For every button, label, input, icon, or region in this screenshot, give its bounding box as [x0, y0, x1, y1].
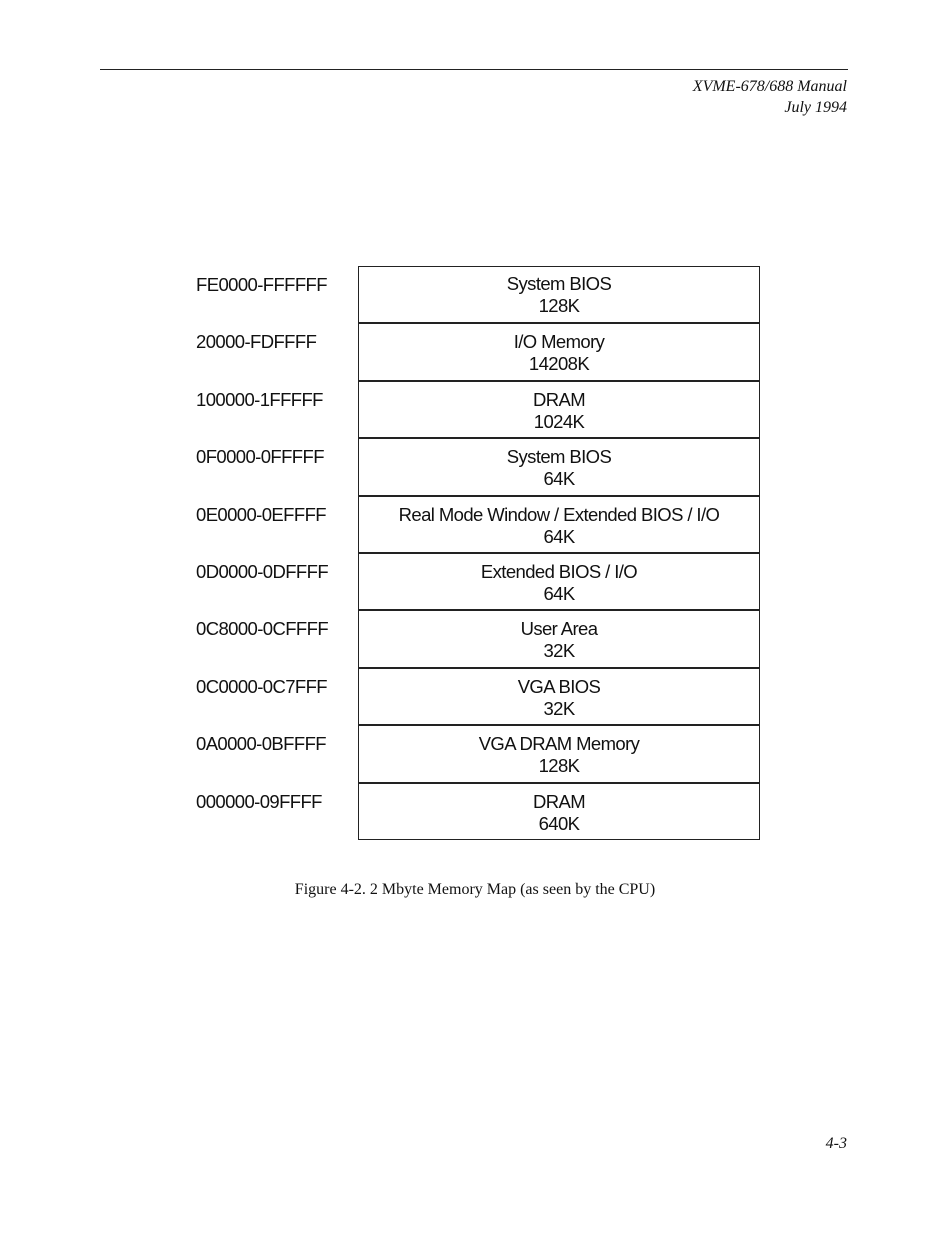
address-range: 0C8000-0CFFFF [196, 618, 329, 640]
address-range: 100000-1FFFFF [196, 388, 323, 410]
manual-date: July 1994 [784, 99, 847, 116]
address-range: 0E0000-0EFFFF [196, 503, 327, 525]
manual-title: XVME-678/688 Manual [692, 78, 847, 95]
region-size: 128K [538, 755, 580, 777]
address-range: 000000-09FFFF [196, 790, 322, 812]
address-range: 0C0000-0C7FFF [196, 675, 328, 697]
region-name: System BIOS [506, 446, 612, 468]
region-size: 14208K [528, 353, 590, 375]
region-name: VGA BIOS [517, 675, 601, 697]
address-range: FE0000-FFFFFF [196, 274, 328, 295]
region-size: 1024K [533, 410, 585, 432]
region-name: DRAM [532, 388, 586, 410]
header-rule [100, 69, 848, 70]
region-size: 32K [543, 640, 575, 662]
region-size: 64K [543, 525, 575, 547]
region-size: 640K [538, 812, 580, 834]
region-size: 64K [543, 582, 575, 604]
page-number: 4-3 [825, 1135, 847, 1152]
region-name: VGA DRAM Memory [478, 733, 640, 755]
region-name: I/O Memory [513, 331, 605, 353]
address-range: 20000-FDFFFF [196, 331, 317, 353]
region-name: DRAM [532, 790, 586, 812]
region-size: 32K [543, 697, 575, 719]
figure-caption: Figure 4-2. 2 Mbyte Memory Map (as seen … [294, 881, 656, 898]
address-range: 0A0000-0BFFFF [196, 733, 327, 755]
region-name: System BIOS [506, 273, 612, 294]
region-size: 64K [543, 468, 575, 490]
region-name: Extended BIOS / I/O [480, 560, 638, 582]
region-name: User Area [520, 618, 598, 640]
address-range: 0D0000-0DFFFF [196, 560, 329, 582]
memory-map-row: 0E0000-0EFFFF Real Mode Window / Extended… [196, 495, 760, 553]
address-range: 0F0000-0FFFFF [196, 446, 325, 468]
region-name: Real Mode Window / Extended BIOS / I/O [398, 503, 720, 525]
region-size: 128K [538, 295, 580, 316]
